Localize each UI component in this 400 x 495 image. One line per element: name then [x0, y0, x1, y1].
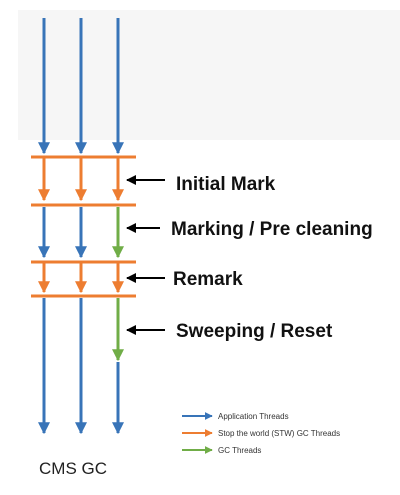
- legend-label: Application Threads: [218, 412, 289, 421]
- segment-concurrent-marking: [38, 207, 124, 259]
- phase-label: Sweeping / Reset: [176, 321, 333, 342]
- phase-label: Marking / Pre cleaning: [171, 219, 373, 240]
- segment-sweeping: [38, 298, 124, 435]
- legend: Application Threads Stop the world (STW)…: [182, 412, 340, 455]
- legend-item-gc-threads: GC Threads: [182, 446, 261, 455]
- legend-item-application-threads: Application Threads: [182, 412, 289, 421]
- legend-label: GC Threads: [218, 446, 261, 455]
- phase-marking-pre-cleaning: Marking / Pre cleaning: [126, 219, 373, 240]
- legend-label: Stop the world (STW) GC Threads: [218, 429, 340, 438]
- background-panel: [18, 10, 400, 140]
- segment-stw-remark: [31, 260, 136, 298]
- phase-remark: Remark: [126, 269, 243, 290]
- legend-item-stw-gc-threads: Stop the world (STW) GC Threads: [182, 429, 340, 438]
- phase-label: Remark: [173, 269, 243, 290]
- segment-application-1: [38, 18, 124, 155]
- segment-stw-initial-mark: [31, 155, 136, 207]
- phase-label: Initial Mark: [176, 174, 276, 195]
- phase-sweeping-reset: Sweeping / Reset: [126, 321, 333, 342]
- diagram-caption: CMS GC: [39, 459, 107, 478]
- phase-initial-mark: Initial Mark: [126, 174, 276, 195]
